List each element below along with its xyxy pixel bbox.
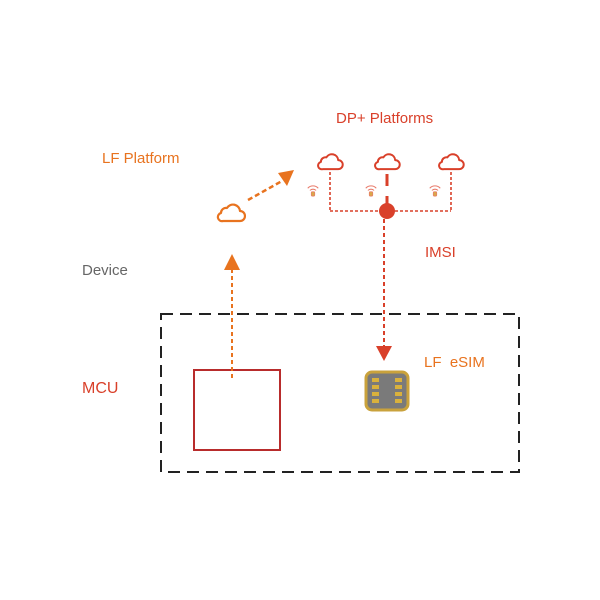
mcu-box xyxy=(193,369,281,451)
lf-platform-label: LF Platform xyxy=(102,150,180,167)
device-boundary xyxy=(160,313,520,473)
wifi-signal-icon-1 xyxy=(307,185,319,197)
imsi-label: IMSI xyxy=(425,244,456,261)
device-label: Device xyxy=(82,262,128,279)
dp-platforms-label: DP+ Platforms xyxy=(336,110,434,127)
imsi-arrowhead xyxy=(376,346,392,361)
lf-platform-cloud-icon xyxy=(216,203,246,223)
lf-to-dp-arrowhead xyxy=(278,170,294,186)
junction-dot xyxy=(379,203,395,219)
wifi-signal-icon-3 xyxy=(429,185,441,197)
lf-esim-label: LF eSIM xyxy=(424,354,485,371)
mcu-label: MCU xyxy=(82,380,119,397)
esim-chip-icon xyxy=(364,370,410,412)
dp-cloud-icon-1 xyxy=(317,153,344,171)
mcu-to-lf-arrowhead xyxy=(224,254,240,270)
wifi-signal-icon-2 xyxy=(365,185,377,197)
dp-cloud-icon-2 xyxy=(374,153,401,171)
lf-to-dp-arrow-line xyxy=(247,179,283,202)
dp-cloud-icon-3 xyxy=(438,153,465,171)
